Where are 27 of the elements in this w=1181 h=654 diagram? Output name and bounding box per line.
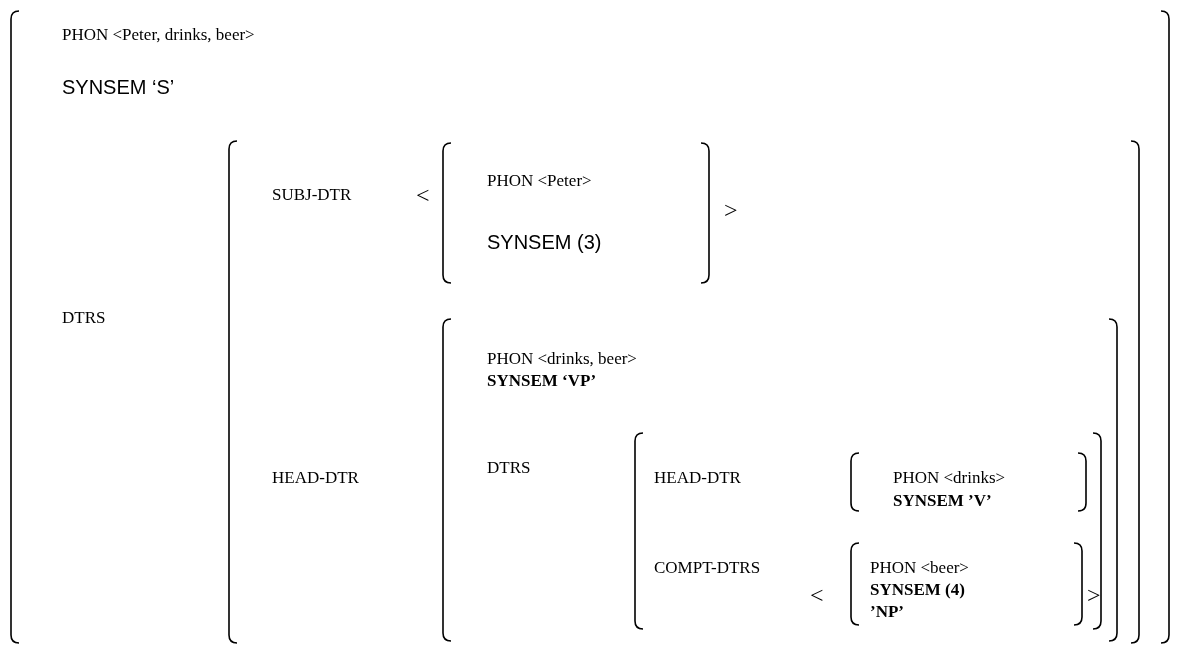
attribute-text: PHON <drinks, beer> (487, 348, 637, 370)
angle-bracket: > (1087, 582, 1101, 608)
attribute-text: HEAD-DTR (272, 467, 359, 489)
attribute-text: HEAD-DTR (654, 467, 741, 489)
attribute-text: SYNSEM ‘S’ (62, 76, 175, 98)
feature-matrix (442, 142, 710, 284)
attribute-text: PHON <Peter, drinks, beer> (62, 24, 255, 46)
attribute-text: PHON <Peter> (487, 170, 592, 192)
attribute-text: SUBJ-DTR (272, 184, 352, 206)
attribute-text: SYNSEM ‘VP’ (487, 370, 597, 392)
angle-bracket: < (416, 182, 430, 208)
angle-bracket: > (724, 197, 738, 223)
feature-matrix (850, 542, 1083, 626)
attribute-text: PHON <beer> (870, 557, 969, 579)
feature-matrix (850, 452, 1087, 512)
feature-matrix (634, 432, 1102, 630)
attribute-text: PHON <drinks> (893, 467, 1006, 489)
attribute-text: DTRS (487, 457, 531, 479)
feature-matrix (10, 10, 1170, 644)
attribute-text: SYNSEM (4) ’NP’ (870, 579, 966, 623)
attribute-text: SYNSEM ’V’ (893, 490, 992, 512)
feature-matrix (442, 318, 1118, 642)
feature-matrix (228, 140, 1140, 644)
attribute-text: COMPT-DTRS (654, 557, 761, 579)
attribute-text: SYNSEM (3) (487, 231, 602, 253)
angle-bracket: < (810, 582, 824, 608)
attribute-text: DTRS (62, 307, 106, 329)
